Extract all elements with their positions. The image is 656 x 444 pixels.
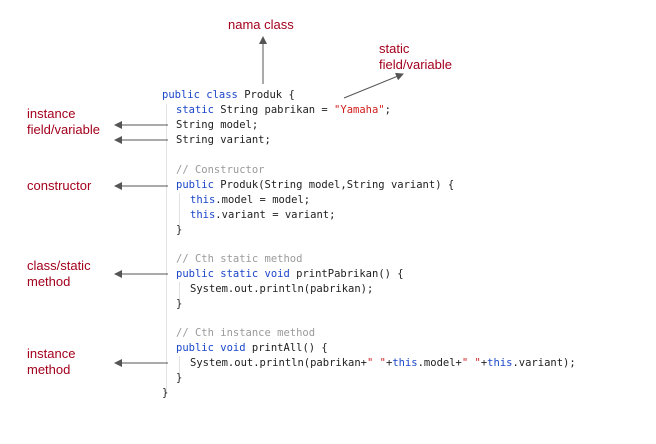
label-constructor: constructor xyxy=(27,178,92,193)
code-line-class-decl: public class Produk { xyxy=(162,88,295,103)
label-static-field: static field/variable xyxy=(379,41,452,72)
arrow-static-field xyxy=(343,72,404,99)
code-keyword: public xyxy=(162,89,200,101)
code-keyword: public xyxy=(176,342,214,354)
code-line-field-variant: String variant; xyxy=(176,134,271,146)
code-text: Produk(String model,String variant) { xyxy=(213,179,455,191)
label-instance-method: instance method xyxy=(27,346,76,377)
code-text: .model = model; xyxy=(215,194,311,206)
label-class-method: class/static method xyxy=(27,258,91,289)
code-text: ; xyxy=(384,104,391,116)
code-keyword: void xyxy=(220,342,246,354)
code-line-assign-model: this.model = model; xyxy=(190,193,310,208)
code-keyword: class xyxy=(206,89,238,101)
code-keyword: void xyxy=(264,268,290,280)
code-text: .variant); xyxy=(512,357,576,369)
indent-guide-class xyxy=(166,104,167,394)
code-keyword: this xyxy=(190,194,216,206)
code-text: System.out.println(pabrikan+ xyxy=(190,357,368,369)
code-line-constructor-close: } xyxy=(176,224,183,236)
indent-guide-instance-method xyxy=(179,356,180,374)
code-comment-constructor: // Constructor xyxy=(176,164,265,176)
code-line-class-close: } xyxy=(162,387,169,399)
code-text: .model+ xyxy=(417,357,462,369)
code-string: "Yamaha" xyxy=(334,104,385,116)
code-line-print-pabrikan: System.out.println(pabrikan); xyxy=(190,283,374,295)
label-class-name: nama class xyxy=(228,17,294,32)
code-text: String pabrikan = xyxy=(213,104,335,116)
code-line-static-method-close: } xyxy=(176,298,183,310)
code-text: + xyxy=(385,357,393,369)
code-keyword: static xyxy=(220,268,259,280)
indent-guide-static-method xyxy=(179,282,180,300)
code-text: printPabrikan() { xyxy=(289,268,404,280)
code-comment-instance-method: // Cth instance method xyxy=(176,327,316,339)
code-comment-static-method: // Cth static method xyxy=(176,253,303,265)
code-keyword: this xyxy=(392,357,418,369)
code-line-constructor-decl: public Produk(String model,String varian… xyxy=(176,178,454,193)
code-line-static-field: static String pabrikan = "Yamaha"; xyxy=(176,103,391,118)
code-keyword: public xyxy=(176,268,214,280)
code-keyword: public xyxy=(176,179,214,191)
code-line-instance-method-decl: public void printAll() { xyxy=(176,341,328,356)
code-text: Produk { xyxy=(237,89,295,101)
code-text: .variant = variant; xyxy=(215,209,336,221)
code-string: " " xyxy=(461,357,481,369)
code-line-print-all: System.out.println(pabrikan+" "+this.mod… xyxy=(190,356,576,371)
code-keyword: static xyxy=(176,104,214,116)
code-keyword: this xyxy=(190,209,216,221)
indent-guide-constructor xyxy=(179,193,180,225)
code-keyword: this xyxy=(487,357,513,369)
code-line-field-model: String model; xyxy=(176,119,259,131)
code-line-instance-method-close: } xyxy=(176,372,183,384)
code-text: + xyxy=(480,357,488,369)
label-instance-field: instance field/variable xyxy=(27,106,100,137)
code-string: " " xyxy=(367,357,386,369)
code-text: printAll() { xyxy=(245,342,328,354)
code-line-assign-variant: this.variant = variant; xyxy=(190,208,335,223)
code-line-static-method-decl: public static void printPabrikan() { xyxy=(176,267,404,282)
